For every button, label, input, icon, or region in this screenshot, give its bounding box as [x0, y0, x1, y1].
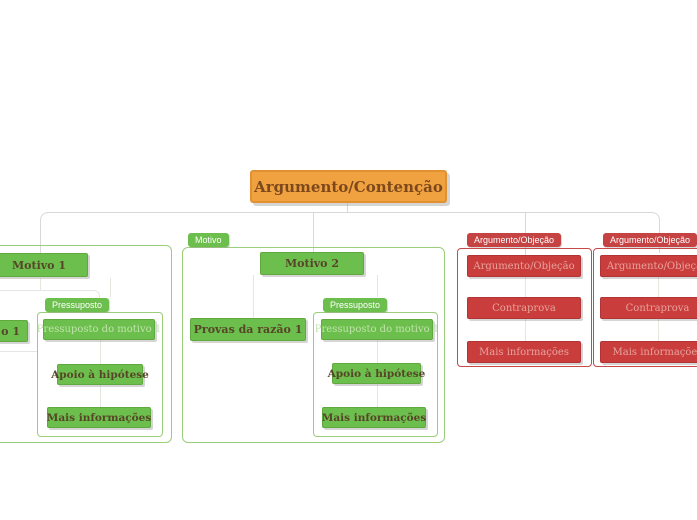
topic-apoio-hipotese-left[interactable]: Apoio à hipótese	[51, 364, 149, 385]
connector-left-sub-2	[100, 385, 101, 407]
connector-mid-sub-2	[377, 384, 378, 407]
topic-argumento-objecao-2[interactable]: Argumento/Objeção	[600, 255, 697, 277]
topic-contraprova-2[interactable]: Contraprova	[600, 297, 697, 319]
boundary-motivo-1-group	[0, 245, 172, 443]
connector-left-sub-1	[100, 340, 101, 364]
topic-pressuposto-motivo-1-middle[interactable]: Pressuposto do motivo 1	[315, 319, 439, 340]
topic-provas-left-cut[interactable]: o 1	[0, 320, 28, 342]
boundary-objecao-2	[593, 248, 697, 367]
tag-pressuposto-middle[interactable]: Pressuposto	[323, 298, 388, 312]
connector-motivo2-provas	[253, 275, 254, 318]
connector-root-stem	[347, 203, 348, 212]
connector-motivo2-pressuposto	[377, 275, 378, 297]
topic-motivo-1[interactable]: Motivo 1	[0, 253, 88, 277]
connector-drop-motivo-2	[313, 212, 314, 252]
tag-motivo[interactable]: Motivo	[188, 233, 229, 247]
connector-main-rail	[40, 212, 660, 253]
tag-pressuposto-left[interactable]: Pressuposto	[45, 298, 110, 312]
boundary-objecao-1	[457, 248, 592, 367]
topic-pressuposto-motivo-1-left[interactable]: Pressuposto do motivo 1	[37, 319, 161, 340]
topic-mais-informacoes-red-1[interactable]: Mais informações	[467, 341, 581, 363]
tag-argumento-objecao-1[interactable]: Argumento/Objeção	[467, 233, 562, 247]
tag-argumento-objecao-2[interactable]: Argumento/Objeção	[603, 233, 697, 247]
topic-argumento-objecao-1[interactable]: Argumento/Objeção	[467, 255, 581, 277]
topic-apoio-hipotese-middle[interactable]: Apoio à hipótese	[328, 363, 425, 384]
topic-provas-da-razao-1[interactable]: Provas da razão 1	[190, 318, 306, 341]
topic-mais-informacoes-middle[interactable]: Mais informações	[322, 407, 426, 428]
topic-mais-informacoes-left[interactable]: Mais informações	[47, 407, 151, 428]
connector-motivo1-panel	[40, 278, 41, 290]
root-topic[interactable]: Argumento/Contenção	[250, 170, 447, 203]
connector-red1-sub-2	[525, 319, 526, 341]
topic-mais-informacoes-red-2[interactable]: Mais informações	[600, 341, 697, 363]
connector-motivo1-pressuposto	[110, 278, 111, 297]
connector-red2-sub-1	[658, 277, 659, 297]
topic-motivo-2[interactable]: Motivo 2	[260, 252, 364, 275]
connector-red2-sub-2	[658, 319, 659, 341]
boundary-motivo-2-group	[182, 247, 445, 443]
topic-contraprova-1[interactable]: Contraprova	[467, 297, 581, 319]
connector-red1-sub-1	[525, 277, 526, 297]
connector-mid-sub-1	[377, 340, 378, 363]
